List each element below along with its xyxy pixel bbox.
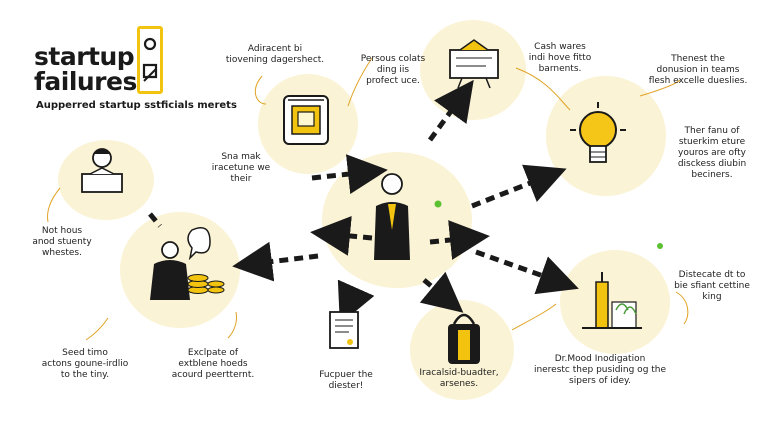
arrow-center-right [429, 220, 490, 260]
lightbulb-icon [570, 102, 626, 163]
leader-2 [515, 67, 571, 111]
page-title: startup failures [34, 44, 137, 94]
binder-icon [283, 95, 329, 145]
leader-6 [227, 311, 237, 339]
logo-mark-icon [142, 37, 158, 82]
leader-3 [639, 79, 681, 97]
arrow-to-bottom-mid [337, 279, 375, 325]
arrow-to-top-right-mid [427, 79, 474, 142]
arrow-to-left-big [232, 241, 319, 282]
city-icon [582, 272, 642, 329]
green-dot [657, 243, 663, 249]
speaker-icon [81, 148, 123, 193]
title-line-2: failures [34, 67, 137, 96]
caption-bottom-mid2: Iracalsid-buadter,arsenes. [419, 368, 499, 389]
leader-4 [47, 187, 61, 223]
arrow-to-right-lower [475, 249, 579, 295]
presenter-icon [449, 39, 499, 89]
businessman-icon [374, 173, 442, 260]
arrow-to-left-center [310, 215, 373, 256]
leader-5 [85, 317, 109, 341]
logo-badge [137, 26, 163, 94]
arrow-to-bottom-mid2 [419, 271, 464, 313]
leader-9 [347, 57, 373, 107]
investor-icon [150, 227, 225, 300]
leader-1 [254, 75, 267, 105]
dash-left [148, 212, 162, 228]
handbag-icon [448, 313, 480, 364]
leader-8 [675, 291, 689, 325]
leader-7 [511, 303, 557, 331]
title-line-1: startup [34, 42, 135, 71]
subtitle: Aupperred startup sstficials merets [36, 100, 237, 111]
document-icon [329, 311, 359, 349]
arrow-to-center-top-left [311, 154, 388, 195]
arrow-to-right [471, 164, 567, 209]
